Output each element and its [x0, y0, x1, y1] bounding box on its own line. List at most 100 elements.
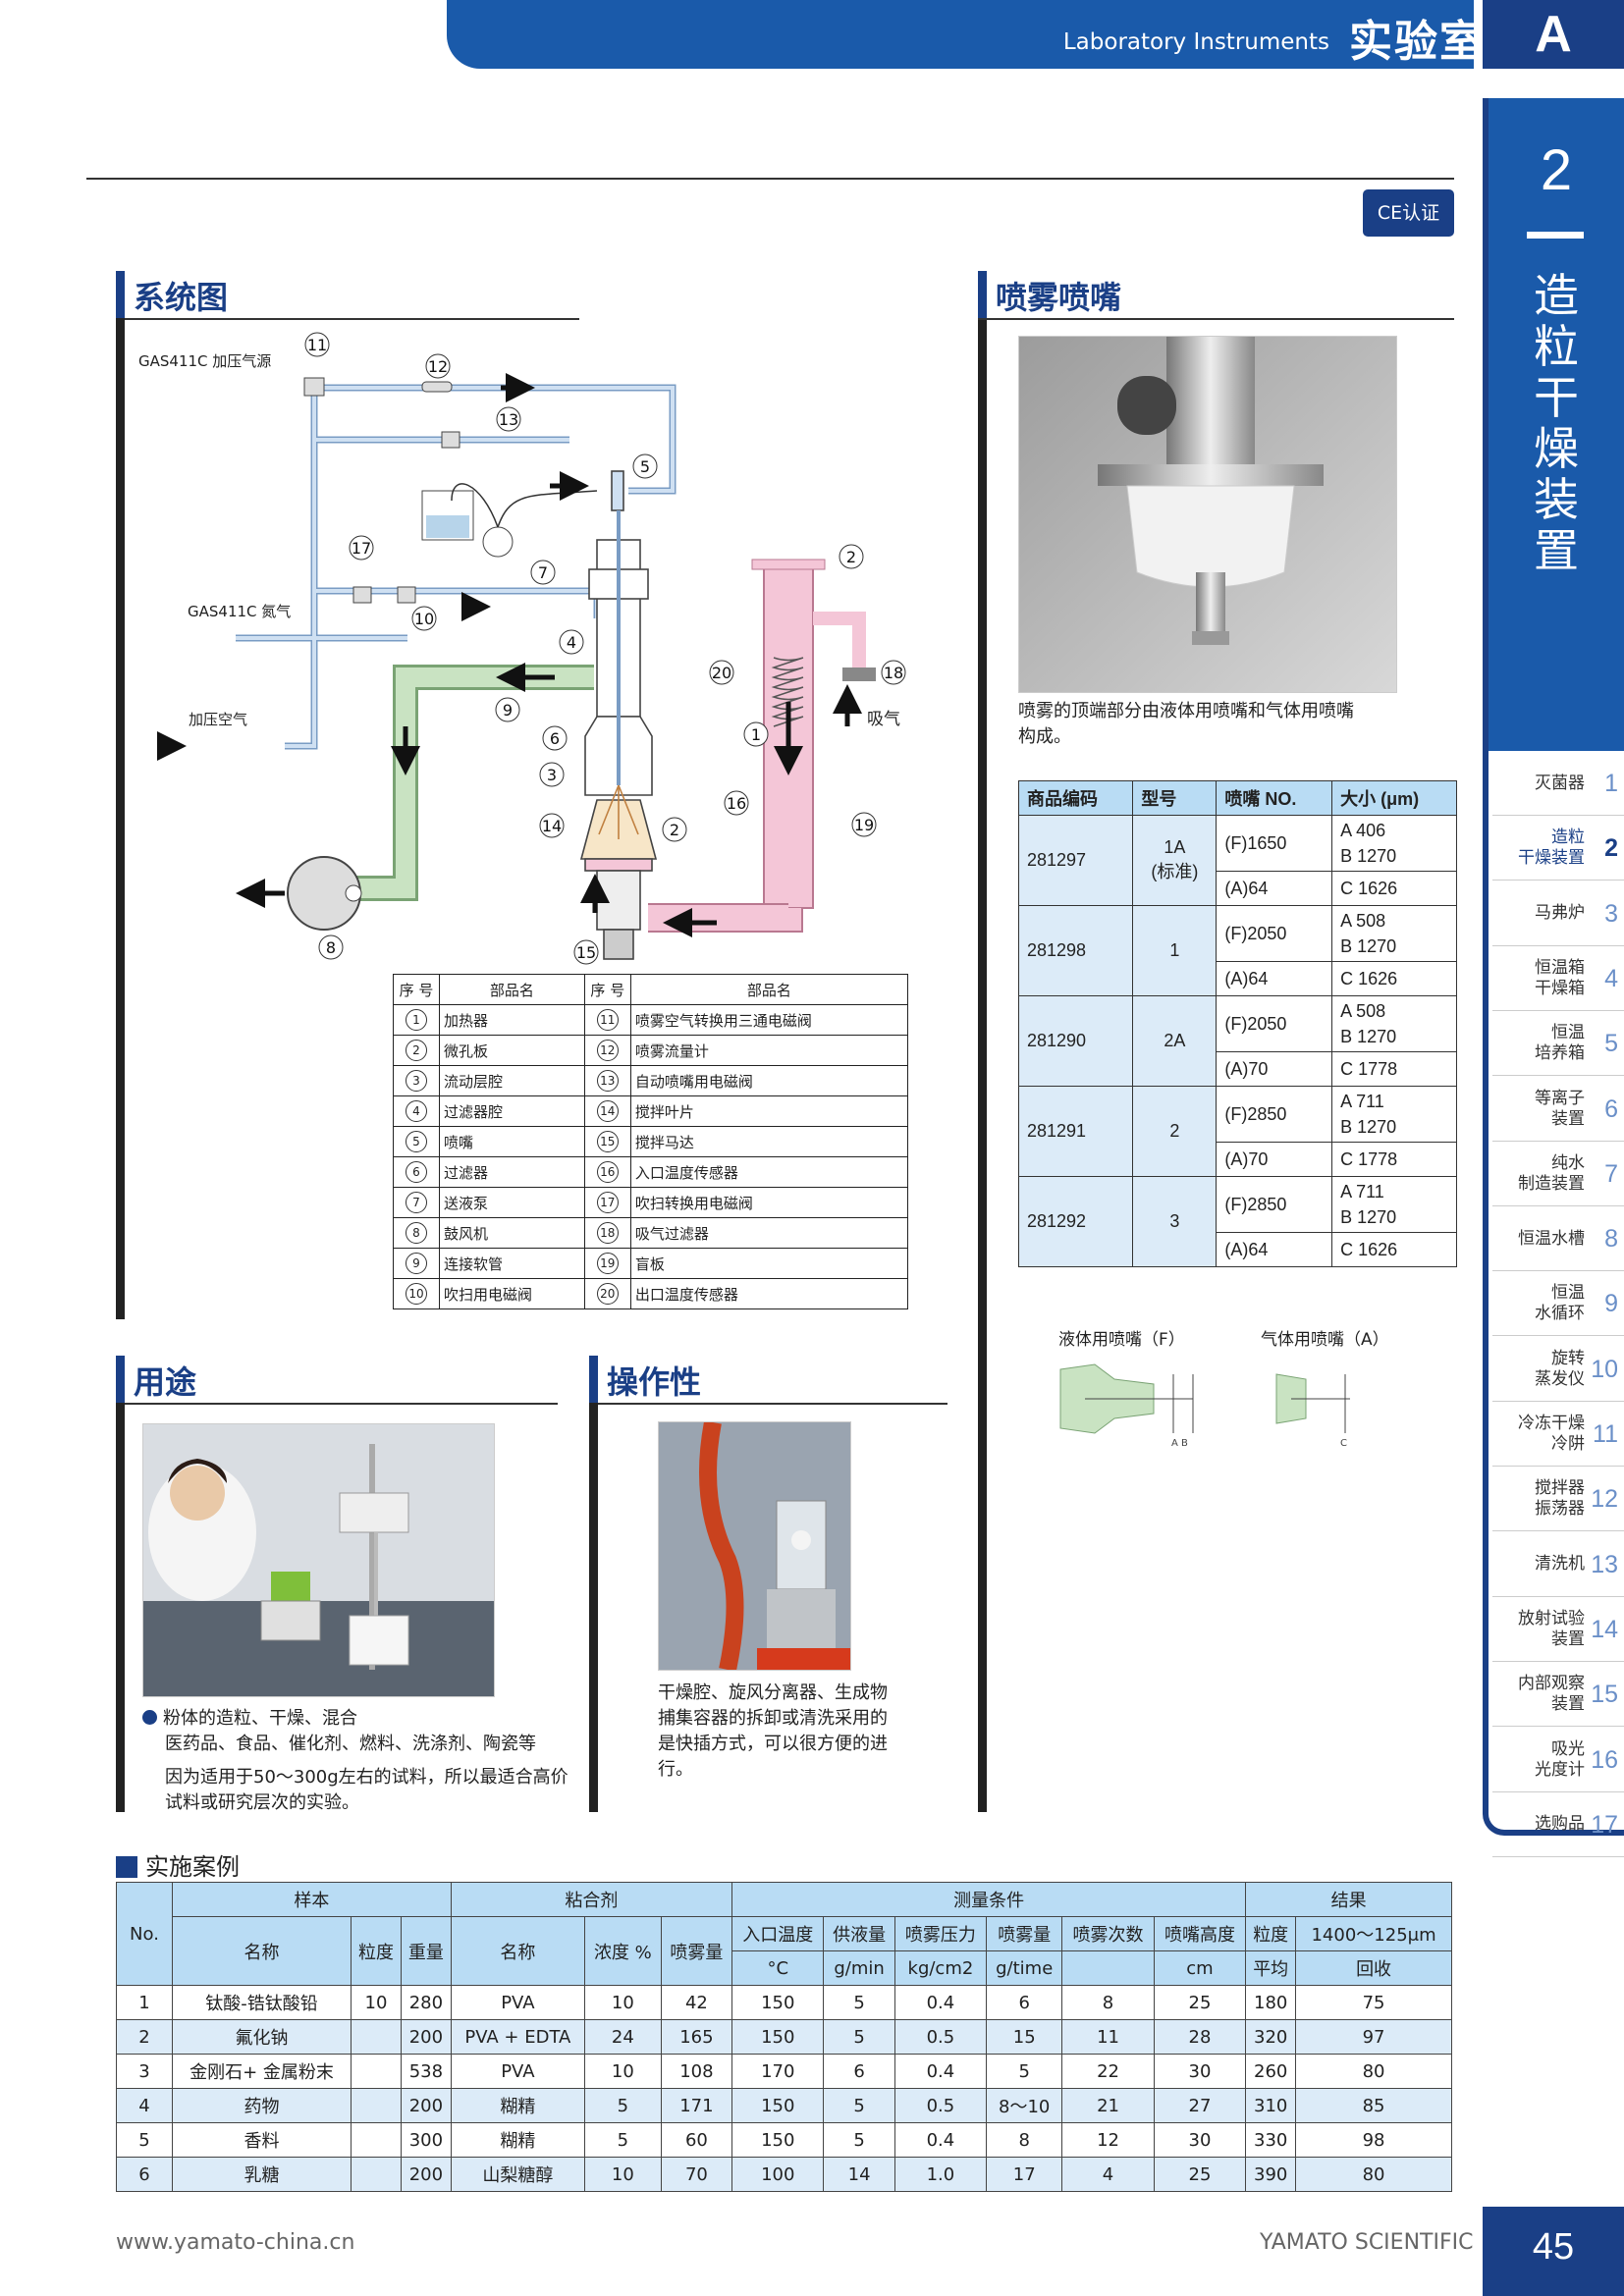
example-cell: 320: [1245, 2019, 1297, 2055]
parts-name: 过滤器: [439, 1156, 585, 1188]
parts-header-no2: 序 号: [583, 974, 631, 1005]
footer-url[interactable]: www.yamato-china.cn: [116, 2230, 355, 2255]
example-cell: [351, 2088, 402, 2123]
example-cell: 4: [116, 2088, 173, 2123]
svg-text:A B: A B: [1171, 1438, 1188, 1448]
ex-sub-header: 浓度 %: [583, 1916, 662, 1986]
example-cell: 5: [823, 1985, 895, 2020]
operability-photo: [658, 1421, 851, 1671]
example-cell: 22: [1061, 2054, 1155, 2089]
parts-no: 10: [393, 1278, 440, 1309]
parts-no: 20: [583, 1278, 631, 1309]
svg-text:7: 7: [538, 563, 548, 582]
parts-no: 19: [583, 1248, 631, 1279]
example-cell: 5: [583, 2088, 662, 2123]
usage-bullet-text: 粉体的造粒、干燥、混合: [163, 1708, 357, 1729]
usage-bullet: 粉体的造粒、干燥、混合: [142, 1704, 357, 1730]
parts-name: 微孔板: [439, 1035, 585, 1066]
valves: [303, 377, 460, 604]
example-cell: 6: [823, 2054, 895, 2089]
nav-item-label: 灭菌器: [1535, 773, 1585, 793]
parts-name: 搅拌叶片: [629, 1095, 909, 1127]
nozzle-photo: [1018, 336, 1397, 693]
example-cell: 200: [400, 2088, 452, 2123]
example-cell: 98: [1295, 2122, 1452, 2158]
nav-item-label: 冷冻干燥 冷阱: [1518, 1414, 1585, 1454]
part-number-circle: 11: [596, 1009, 619, 1031]
operability-text: 干燥腔、旋风分离器、生成物 捕集容器的拆卸或清洗采用的 是快插方式，可以很方便的…: [658, 1682, 888, 1780]
label-compressed-air: 加压空气: [189, 711, 248, 728]
part-number-circle: 7: [406, 1192, 427, 1213]
svg-text:10: 10: [414, 610, 434, 628]
example-cell: 70: [660, 2157, 733, 2192]
parts-no: 12: [583, 1035, 631, 1066]
example-cell: 300: [400, 2122, 452, 2158]
part-number-circle: 4: [406, 1100, 427, 1122]
parts-name: 喷雾空气转换用三通电磁阀: [629, 1004, 909, 1036]
part-number-circle: 17: [596, 1192, 619, 1213]
nozzle-a-size: C 1626: [1331, 1232, 1457, 1267]
nozzle-a-size: C 1778: [1331, 1142, 1457, 1177]
nav-item-1[interactable]: 灭菌器 1: [1492, 751, 1624, 816]
nav-item-label: 恒温箱 干燥箱: [1535, 957, 1585, 998]
examples-title: 实施案例: [116, 1847, 240, 1882]
nav-item-number: 1: [1604, 770, 1618, 797]
ex-sub-header: 名称: [450, 1916, 585, 1986]
nav-item-label: 搅拌器 振荡器: [1535, 1478, 1585, 1520]
heater-duct: [648, 559, 876, 933]
example-cell: 75: [1295, 1985, 1452, 2020]
example-cell: PVA: [450, 1985, 585, 2020]
example-cell: 538: [400, 2054, 452, 2089]
example-cell: 150: [731, 2088, 825, 2123]
page-number: 45: [1483, 2207, 1624, 2296]
svg-text:11: 11: [307, 336, 327, 354]
label-intake: 吸气: [867, 710, 900, 729]
part-number-circle: 2: [406, 1040, 427, 1061]
ex-sub-header: 粒度: [1245, 1916, 1297, 1951]
ex-sub-header: 喷雾次数: [1061, 1916, 1155, 1951]
svg-text:6: 6: [550, 729, 560, 748]
label-gas-source: GAS411C 加压气源: [138, 352, 272, 370]
nozzle-th-no: 喷嘴 NO.: [1216, 780, 1333, 816]
parts-no: 17: [583, 1187, 631, 1218]
example-cell: 150: [731, 2122, 825, 2158]
parts-no: 13: [583, 1065, 631, 1096]
example-cell: 42: [660, 1985, 733, 2020]
example-cell: 药物: [171, 2088, 352, 2123]
parts-name: 喷嘴: [439, 1126, 585, 1157]
svg-text:18: 18: [884, 664, 903, 682]
nozzle-f: (F)2850: [1216, 1086, 1333, 1143]
example-cell: 8: [986, 2122, 1063, 2158]
flow-arrows: [157, 373, 862, 937]
example-cell: 60: [660, 2122, 733, 2158]
chapter-dash: [1527, 232, 1584, 239]
parts-header-name2: 部品名: [629, 974, 909, 1005]
nozzle-model: 2A: [1132, 995, 1218, 1087]
svg-text:16: 16: [727, 794, 746, 813]
usage-left-bar: [116, 1403, 125, 1812]
nav-item-number: 14: [1591, 1615, 1618, 1643]
